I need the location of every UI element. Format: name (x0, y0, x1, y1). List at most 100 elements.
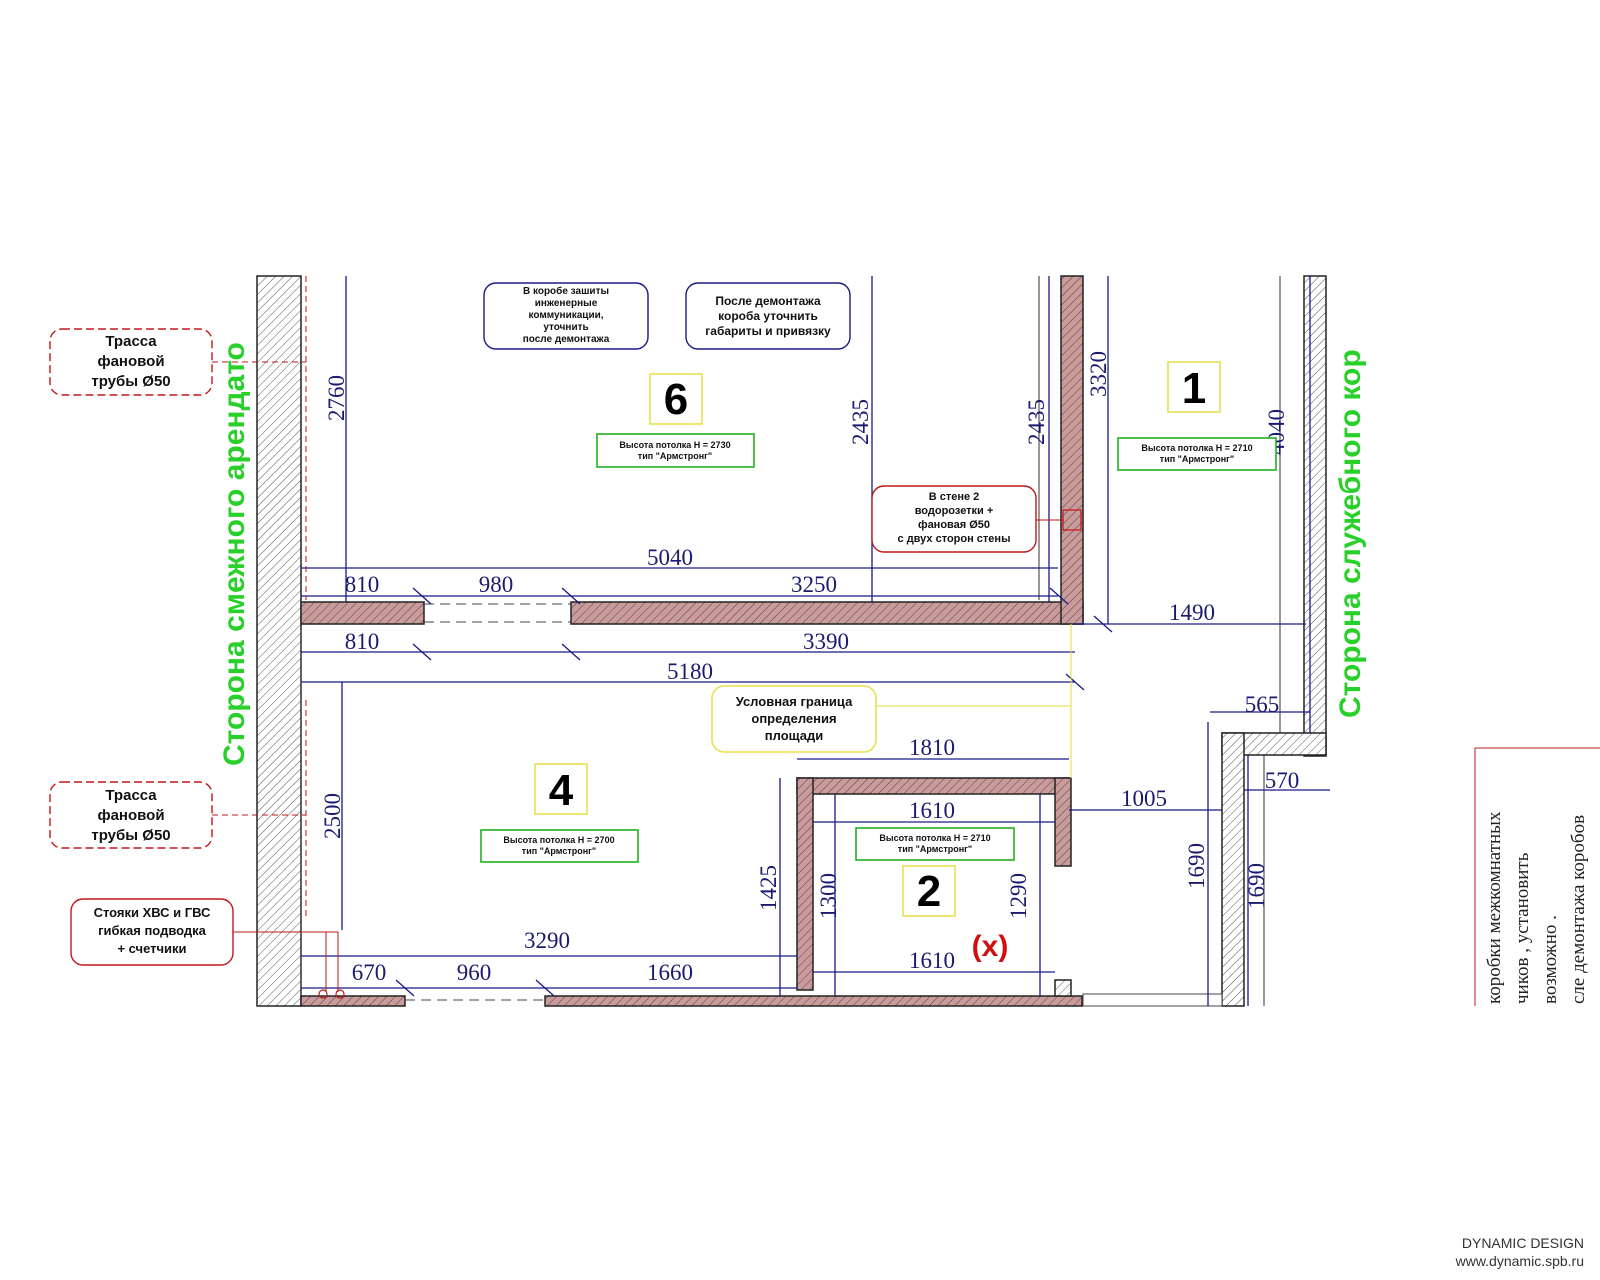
side-note-line-2: чиков , установить (1512, 852, 1533, 1004)
note-pipe-bottom: Трасса фановой трубы Ø50 (49, 700, 307, 920)
svg-text:фановой: фановой (97, 807, 164, 824)
svg-text:+ счетчики: + счетчики (117, 941, 186, 956)
svg-text:фановой: фановой (97, 353, 164, 370)
dim-1690-left: 1690 (1184, 843, 1209, 889)
svg-text:Стояки ХВС и ГВС: Стояки ХВС и ГВС (94, 905, 211, 920)
dim-1300: 1300 (816, 873, 841, 919)
svg-text:фановая Ø50: фановая Ø50 (918, 519, 990, 531)
room-1-number-box (1167, 361, 1221, 413)
room-6-ceiling-height: Высота потолка Н = 2730 (619, 440, 730, 450)
room-4-number: 4 (549, 766, 574, 815)
room-4-ceiling-height: Высота потолка Н = 2700 (503, 835, 614, 845)
room-4: 4 Высота потолка Н = 2700 тип "Армстронг… (480, 763, 639, 863)
room-6-ceiling-box (596, 433, 755, 468)
room-2: Высота потолка Н = 2710 тип "Армстронг" … (855, 827, 1015, 963)
room-2-number: 2 (917, 867, 941, 916)
dim-3390: 3390 (803, 629, 849, 654)
dim-1490: 1490 (1169, 600, 1215, 625)
side-note-line-3: возможно . (1540, 915, 1561, 1004)
bottom-wall-left (300, 995, 406, 1007)
dim-670: 670 (352, 960, 387, 985)
room-2-ceiling-height: Высота потолка Н = 2710 (879, 833, 990, 843)
dimension-labels: 5040 810 980 3250 1490 810 3390 5180 565… (320, 351, 1299, 985)
dim-2435-right: 2435 (1024, 399, 1049, 445)
room-1-number: 1 (1182, 364, 1206, 413)
room-4-number-box (534, 763, 588, 815)
left-outer-wall (256, 275, 302, 1007)
dim-1005: 1005 (1121, 786, 1167, 811)
footer-company: DYNAMIC DESIGN (1461, 1235, 1584, 1251)
room-6-number-box (649, 373, 703, 425)
dim-1810: 1810 (909, 735, 955, 760)
footer-site[interactable]: www.dynamic.spb.ru (1455, 1253, 1584, 1269)
dim-980: 980 (479, 572, 514, 597)
dim-5180: 5180 (667, 659, 713, 684)
svg-text:габариты и привязку: габариты и привязку (705, 324, 831, 338)
room-1-ceiling-box (1117, 437, 1277, 471)
bottom-wall-middle (544, 995, 1083, 1007)
footer: DYNAMIC DESIGN www.dynamic.spb.ru (1456, 1234, 1584, 1270)
svg-text:Трасса: Трасса (105, 787, 157, 804)
dim-1610-bottom: 1610 (909, 948, 955, 973)
svg-text:В стене 2: В стене 2 (929, 491, 980, 503)
room-1: 1 Высота потолка Н = 2710 тип "Армстронг… (1117, 361, 1277, 471)
room-4-ceiling-box (480, 829, 639, 863)
room-2-ceiling-type: тип "Армстронг" (898, 844, 972, 854)
dim-1425: 1425 (756, 865, 781, 911)
right-outer-wall-upper (1303, 275, 1327, 757)
room-2-ceiling-box (855, 827, 1015, 861)
right-outer-wall-lower (1221, 732, 1245, 1007)
svg-text:коммуникации,: коммуникации, (528, 310, 603, 321)
bottom-window (1082, 993, 1223, 1007)
svg-text:определения: определения (751, 711, 836, 726)
room2-left-wall (796, 777, 814, 991)
dim-2500: 2500 (320, 793, 345, 839)
dimension-lines (301, 276, 1330, 1006)
svg-text:инженерные: инженерные (535, 298, 598, 309)
side-note-line-1: коробки межкомнатных (1484, 811, 1505, 1004)
room-6-number: 6 (664, 375, 688, 424)
note-pipe-top: Трасса фановой трубы Ø50 (49, 276, 307, 600)
dim-1610-top: 1610 (909, 798, 955, 823)
svg-text:водорозетки +: водорозетки + (915, 505, 994, 517)
room-1-ceiling-type: тип "Армстронг" (1160, 454, 1234, 464)
svg-text:короба уточнить: короба уточнить (718, 309, 818, 323)
room2-corner-post (1054, 979, 1072, 997)
side-note: коробки межкомнатных чиков , установить … (1474, 747, 1600, 1006)
room-6: 6 Высота потолка Н = 2730 тип "Армстронг… (596, 373, 755, 468)
svg-text:После демонтажа: После демонтажа (715, 294, 821, 308)
dim-3320: 3320 (1086, 351, 1111, 397)
dim-570: 570 (1265, 768, 1300, 793)
dim-3290: 3290 (524, 928, 570, 953)
note-wall2: В стене 2 водорозетки + фановая Ø50 с дв… (871, 485, 1064, 553)
svg-text:гибкая подводка: гибкая подводка (98, 923, 207, 938)
svg-text:площади: площади (765, 728, 823, 743)
dim-810-bottom: 810 (345, 629, 380, 654)
dim-1690-right: 1690 (1244, 863, 1269, 909)
room-6-ceiling-type: тип "Армстронг" (638, 451, 712, 461)
note-box-dismantle: После демонтажа короба уточнить габариты… (685, 282, 851, 350)
dim-5040: 5040 (647, 545, 693, 570)
partition-810 (300, 601, 425, 625)
note-risers: Стояки ХВС и ГВС гибкая подводка + счетч… (70, 898, 345, 999)
svg-text:Трасса: Трасса (105, 333, 157, 350)
dim-1290: 1290 (1006, 873, 1031, 919)
room-4-ceiling-type: тип "Армстронг" (522, 846, 596, 856)
right-side-label: Сторона служебного кор (1334, 349, 1367, 718)
note-box-protect: В коробе зашиты инженерные коммуникации,… (483, 282, 649, 350)
svg-text:Условная граница: Условная граница (736, 694, 853, 709)
svg-text:с двух сторон стены: с двух сторон стены (898, 533, 1011, 545)
note-area-border: Условная граница определения площади (711, 624, 1072, 778)
dim-2760: 2760 (324, 375, 349, 421)
partition-vertical-6-1 (1060, 275, 1084, 625)
svg-text:трубы Ø50: трубы Ø50 (91, 373, 170, 390)
svg-text:уточнить: уточнить (543, 322, 588, 333)
mark-x: (x) (972, 930, 1009, 963)
dim-565: 565 (1245, 692, 1280, 717)
walls (256, 275, 1327, 1007)
dim-2435-left: 2435 (848, 399, 873, 445)
room2-top-wall (796, 777, 1070, 795)
room2-right-wall (1054, 777, 1072, 867)
room-1-ceiling-height: Высота потолка Н = 2710 (1141, 443, 1252, 453)
